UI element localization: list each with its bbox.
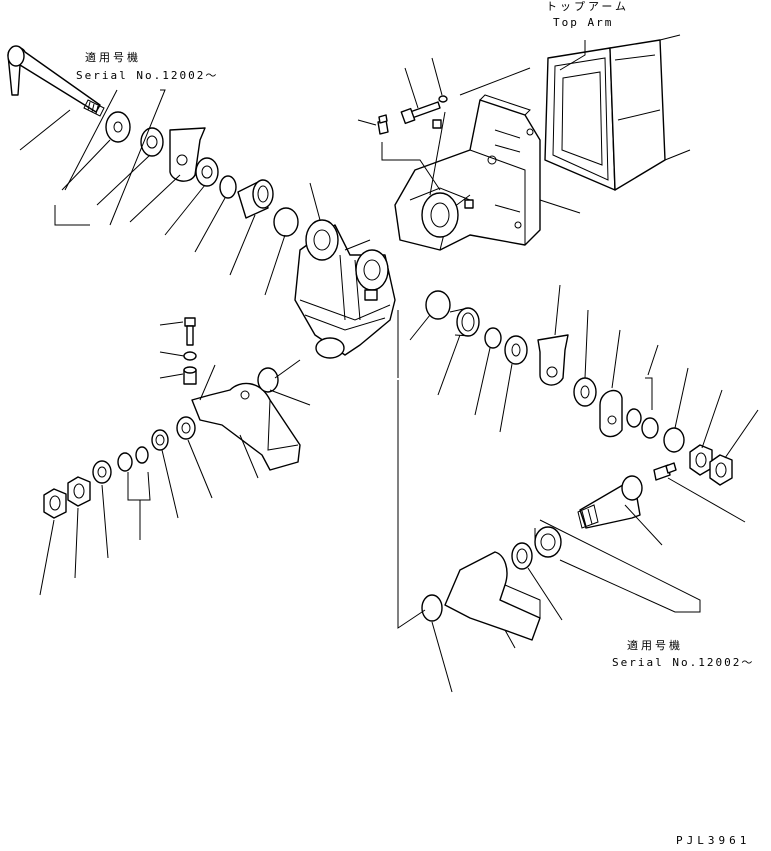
snap-ring-left [219,175,237,199]
washer-lower-left-2 [151,429,169,451]
washer-lower-left-1 [176,416,196,440]
stopper-plate-left [169,127,206,182]
spring-washer-right [626,408,642,428]
serial-label-left-jp: 適用号機 [85,51,141,64]
nut-right-2 [709,454,733,486]
oring-left [273,207,299,237]
washer-right-3 [641,417,659,439]
oring-lower-left [257,367,279,393]
grease-nipple-right [653,462,677,481]
oring-lower-right [421,594,443,622]
top-washer [438,95,448,103]
cover-plate-right [444,551,541,641]
stopper-plate-right [537,334,569,386]
serial-label-left-en: Serial No.12002～ [76,69,219,82]
nut-lower-left-1 [67,476,91,507]
top-arm-label-jp: トップアーム [546,0,630,13]
lock-plate-right [599,389,623,438]
oring-right [425,290,451,320]
washer-3 [195,157,219,187]
top-arm-label-en: Top Arm [553,16,614,29]
washer-lower-left-4 [92,460,112,484]
nut-right-1 [689,444,713,476]
spacer-left [183,366,197,385]
bracket-housing [394,94,541,251]
nut-lower-left-2 [43,488,67,519]
washer-right-2 [573,377,597,407]
swing-bracket [294,219,396,359]
grease-nipple-top [377,114,389,135]
snap-ring-right [484,327,502,349]
bushing-left [237,179,274,219]
washer-lower-left-3 [117,452,133,472]
serial-label-right-jp: 適用号機 [627,639,683,652]
washer-1 [105,111,131,143]
cover-plate-left [191,382,301,471]
washer-right-1 [504,335,528,365]
drawing-code: PJL3961 [676,834,751,847]
spring-washer-lower-left [135,446,149,464]
top-arm [544,34,691,191]
small-washer-left [183,351,197,361]
bushing-right [449,307,480,337]
left-pin [7,45,105,117]
right-pin [577,475,643,529]
leader-lines [19,40,759,693]
top-bolt [400,101,441,125]
washer-right-4 [663,427,685,453]
washer-lower-right [511,542,533,570]
bushing-lower-right [534,526,562,558]
serial-label-right-en: Serial No.12002～ [612,656,755,669]
small-bolt-left [184,317,196,346]
